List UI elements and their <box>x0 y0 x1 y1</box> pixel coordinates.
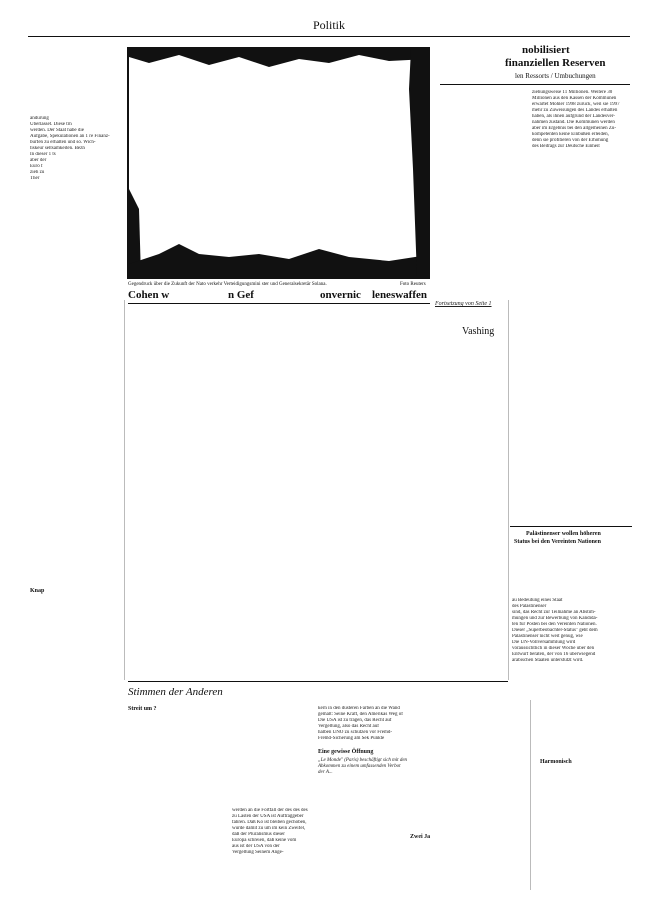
main-headline-part1: Cohen w <box>128 289 170 301</box>
stimmen-streit-heading: Streit um ? <box>128 706 157 712</box>
main-headline-part3: onvernic <box>320 289 361 301</box>
right-head-rule <box>440 84 630 85</box>
palestine-headline-line1: Palästinenser wollen höheren <box>526 531 601 537</box>
fortsetzung-note: Fortsetzung von Seite 1 <box>435 301 492 307</box>
left-column-text: ändurung Überlasset. Diese trn werden. D… <box>30 116 110 181</box>
stimmen-title: Stimmen der Anderen <box>128 686 223 698</box>
right-column-text: ziehungsweise 11 Millionen. Weitere 30 M… <box>532 90 620 149</box>
stimmen-harmonisch-heading: Harmonisch <box>540 759 572 765</box>
stimmen-bottom-column: werden an die Fortfall der des des des z… <box>232 808 308 855</box>
section-title: Politik <box>312 18 345 32</box>
main-headline-rule <box>128 303 430 304</box>
column-rule-left <box>124 300 125 680</box>
left-knapp-heading: Knap <box>30 588 45 594</box>
stimmen-le-monde-intro: „Le Monde" (Paris) beschäftigt sich mit … <box>318 758 408 775</box>
stimmen-zwei-heading: Zwei Ja <box>410 834 431 840</box>
stimmen-right-rule <box>530 700 531 890</box>
column-rule-right <box>508 300 509 680</box>
vashing-headline: Vashing <box>462 326 495 337</box>
palestine-headline-line2: Status bei den Vereinten Nationen <box>514 539 601 545</box>
header-rule <box>28 36 630 37</box>
right-headline-line1: nobilisiert <box>522 44 570 56</box>
stimmen-top-rule <box>128 681 508 682</box>
main-headline-part2: n Gef <box>228 289 254 301</box>
palestine-box-rule <box>510 526 632 527</box>
photo-credit: Foto Reuters <box>400 282 426 287</box>
right-headline-line2: finanziellen Reserven <box>505 57 606 69</box>
palestine-column-text: au Bedeutung eines Staat des Palästinens… <box>512 598 598 663</box>
article-photo <box>127 47 430 279</box>
main-headline-part4: leneswaffen <box>372 289 427 301</box>
stimmen-mid-column: kern in den düsteren Farben an die Wand … <box>318 706 403 741</box>
stimmen-eine-gewisse-heading: Eine gewisse Öffnung <box>318 749 374 755</box>
photo-caption: Gegendruck über die Zukunft der Nato ver… <box>128 282 327 287</box>
photo-silhouette <box>129 49 428 277</box>
right-subhead: len Ressorts / Umbuchungen <box>515 72 596 80</box>
